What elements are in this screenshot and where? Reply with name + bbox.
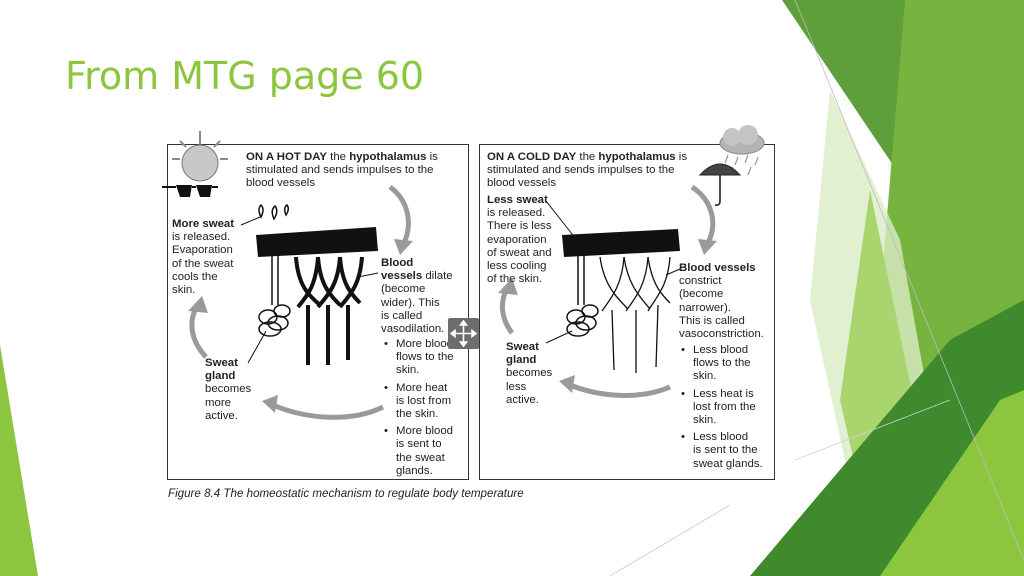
hot-sweat-label: More sweat is released. Evaporation of t… xyxy=(172,218,235,297)
leader-line xyxy=(545,330,573,344)
green-shape-bottom-right-lime xyxy=(880,390,1024,576)
constricted-blood-vessels xyxy=(599,256,671,373)
list-item: More blood flows to the skin. xyxy=(384,338,468,378)
hot-day-panel: ON A HOT DAY the hypothalamus is stimula… xyxy=(162,131,469,482)
green-shape-left xyxy=(0,345,38,576)
leader-line xyxy=(665,268,681,276)
sweat-drop-icon xyxy=(271,204,278,221)
leader-line xyxy=(240,216,261,226)
cold-day-illustration xyxy=(498,125,765,398)
hot-gland-label: Sweat gland becomes more active. xyxy=(205,357,252,422)
slide-title: From MTG page 60 xyxy=(65,54,425,98)
cold-vessels-label: Blood vessels constrict (become narrower… xyxy=(679,262,764,341)
arrow-head-icon xyxy=(262,395,278,413)
cold-day-panel: ON A COLD DAY the hypothalamus is stimul… xyxy=(479,125,775,480)
move-arrows-icon xyxy=(449,319,478,348)
leader-line xyxy=(247,330,267,364)
rain-cloud-with-umbrella-icon xyxy=(698,125,765,206)
sweat-drop-icon xyxy=(258,203,264,219)
skin-layer xyxy=(256,227,378,257)
thin-line-3 xyxy=(794,399,951,461)
hot-effects-list: More blood flows to the skin. More heat … xyxy=(384,338,468,482)
figure-caption: Figure 8.4 The homeostatic mechanism to … xyxy=(168,487,524,500)
sweat-drop-icon xyxy=(283,203,290,217)
list-item: More heat is lost from the skin. xyxy=(384,382,468,422)
sweat-duct xyxy=(577,253,585,305)
sweat-gland-coil xyxy=(258,304,291,337)
cold-effects-list: Less blood flows to the skin. Less heat … xyxy=(681,344,771,475)
thin-line-2 xyxy=(609,504,731,576)
arrow-head-icon xyxy=(188,296,208,313)
cold-day-header: ON A COLD DAY the hypothalamus is stimul… xyxy=(487,151,688,190)
hot-day-header: ON A HOT DAY the hypothalamus is stimula… xyxy=(246,151,438,190)
arrow-icon xyxy=(189,303,208,359)
arrow-icon xyxy=(272,402,385,420)
sun-with-sunglasses-icon xyxy=(162,131,228,197)
arrow-icon xyxy=(388,184,411,245)
arrow-head-icon xyxy=(498,278,518,295)
arrow-head-icon xyxy=(394,239,413,255)
leader-line xyxy=(545,200,577,240)
list-item: More blood is sent to the sweat glands. xyxy=(384,425,468,478)
dilated-blood-vessels xyxy=(294,256,364,365)
skin-layer xyxy=(562,229,680,257)
arrow-icon xyxy=(690,184,716,245)
thin-line-1 xyxy=(794,0,1024,561)
arrow-head-icon xyxy=(559,375,575,393)
sweat-duct xyxy=(271,253,279,305)
cold-sweat-label: Less sweat is released. There is less ev… xyxy=(487,194,552,286)
leader-line xyxy=(357,272,379,278)
move-handle[interactable] xyxy=(448,318,479,349)
arrow-icon xyxy=(569,382,671,398)
sweat-gland-coil xyxy=(566,304,599,337)
arrow-head-icon xyxy=(698,239,717,255)
hot-vessels-label: Blood vessels dilate (become wider). Thi… xyxy=(381,257,453,336)
list-item: Less heat is lost from the skin. xyxy=(681,388,771,428)
hot-day-illustration xyxy=(162,131,413,420)
cold-gland-label: Sweat gland becomes less active. xyxy=(506,341,553,406)
list-item: Less blood is sent to the sweat glands. xyxy=(681,431,771,471)
list-item: Less blood flows to the skin. xyxy=(681,344,771,384)
